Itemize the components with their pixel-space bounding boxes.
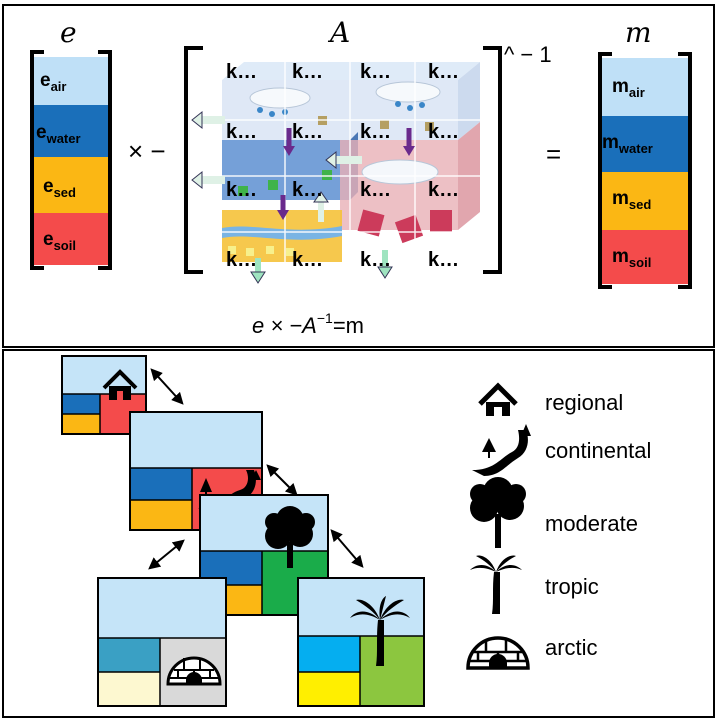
equals-sign: = bbox=[546, 139, 561, 169]
matrix-k-entry: k… bbox=[226, 61, 257, 83]
e-right-bracket bbox=[98, 50, 112, 270]
matrix-k-entry: k… bbox=[360, 249, 391, 271]
palm-tree-icon bbox=[350, 596, 410, 666]
vector-e: eair ewater esed esoil bbox=[30, 50, 112, 270]
legend-label-arctic: arctic bbox=[545, 635, 598, 660]
vector-e-title: e bbox=[60, 16, 77, 49]
matrix-k-entry: k… bbox=[360, 179, 391, 201]
e-water-cell bbox=[32, 105, 110, 157]
e-water-label: ewater bbox=[36, 122, 81, 146]
house-icon bbox=[478, 382, 518, 416]
matrix-k-entry: k… bbox=[428, 121, 459, 143]
e-soil-cell bbox=[32, 213, 110, 265]
compartment-cube-illustration bbox=[191, 62, 480, 284]
legend: regional continental moderate tropic arc… bbox=[466, 382, 651, 670]
e-sed-label: esed bbox=[43, 176, 76, 200]
matrix-k-entry: k… bbox=[226, 249, 257, 271]
matrix-k-entry: k… bbox=[360, 61, 391, 83]
e-sed-cell bbox=[32, 157, 110, 213]
house-icon bbox=[102, 369, 138, 400]
matrix-k-entry: k… bbox=[428, 249, 459, 271]
equation: e × −A−1=m bbox=[252, 310, 364, 338]
igloo-icon bbox=[466, 636, 530, 670]
m-air-cell bbox=[600, 58, 690, 116]
m-soil-label: msoil bbox=[612, 246, 651, 270]
matrix-k-entry: k… bbox=[292, 179, 323, 201]
matrix-left-bracket bbox=[184, 46, 203, 274]
matrix-k-entry: k… bbox=[292, 249, 323, 271]
legend-label-tropic: tropic bbox=[545, 574, 599, 599]
matrix-title: A bbox=[327, 16, 350, 49]
times-minus-operator: × − bbox=[128, 136, 166, 166]
palm-tree-icon bbox=[470, 555, 522, 614]
e-air-label: eair bbox=[40, 70, 66, 94]
matrix-k-entry: k… bbox=[428, 61, 459, 83]
tree-icon bbox=[265, 506, 315, 568]
matrix-exponent: ^ − 1 bbox=[504, 42, 552, 67]
tropic-box bbox=[297, 577, 425, 707]
igloo-icon bbox=[166, 656, 222, 686]
matrix-k-entry: k… bbox=[292, 121, 323, 143]
m-soil-cell bbox=[600, 230, 690, 284]
e-soil-label: esoil bbox=[43, 229, 76, 253]
road-trees-icon bbox=[472, 424, 531, 476]
m-right-bracket bbox=[678, 52, 692, 289]
e-left-bracket bbox=[30, 50, 44, 270]
matrix-k-entry: k… bbox=[226, 179, 257, 201]
e-air-cell bbox=[32, 57, 110, 105]
vector-m-title: m bbox=[625, 16, 652, 49]
vector-m: mair mwater msed msoil bbox=[598, 52, 692, 289]
m-left-bracket bbox=[598, 52, 612, 289]
legend-label-moderate: moderate bbox=[545, 511, 638, 536]
m-sed-label: msed bbox=[612, 188, 651, 212]
connection-arrows bbox=[148, 368, 364, 570]
matrix-k-entry: k… bbox=[360, 121, 391, 143]
legend-label-continental: continental bbox=[545, 438, 651, 463]
m-air-label: mair bbox=[612, 76, 645, 100]
matrix-k-entry: k… bbox=[428, 179, 459, 201]
legend-label-regional: regional bbox=[545, 390, 623, 415]
m-water-cell bbox=[600, 116, 690, 172]
m-sed-cell bbox=[600, 172, 690, 230]
arctic-box bbox=[97, 577, 227, 707]
top-panel bbox=[2, 4, 715, 348]
bottom-panel bbox=[2, 349, 715, 718]
matrix-right-bracket bbox=[483, 46, 502, 274]
matrix-k-entry: k… bbox=[292, 61, 323, 83]
m-water-label: mwater bbox=[602, 132, 653, 156]
matrix-k-entry: k… bbox=[226, 121, 257, 143]
tree-icon bbox=[470, 477, 526, 548]
matrix-k-entries: k… k… k… k… k… k… k… k… k… k… k… k… k… k… bbox=[226, 61, 459, 271]
